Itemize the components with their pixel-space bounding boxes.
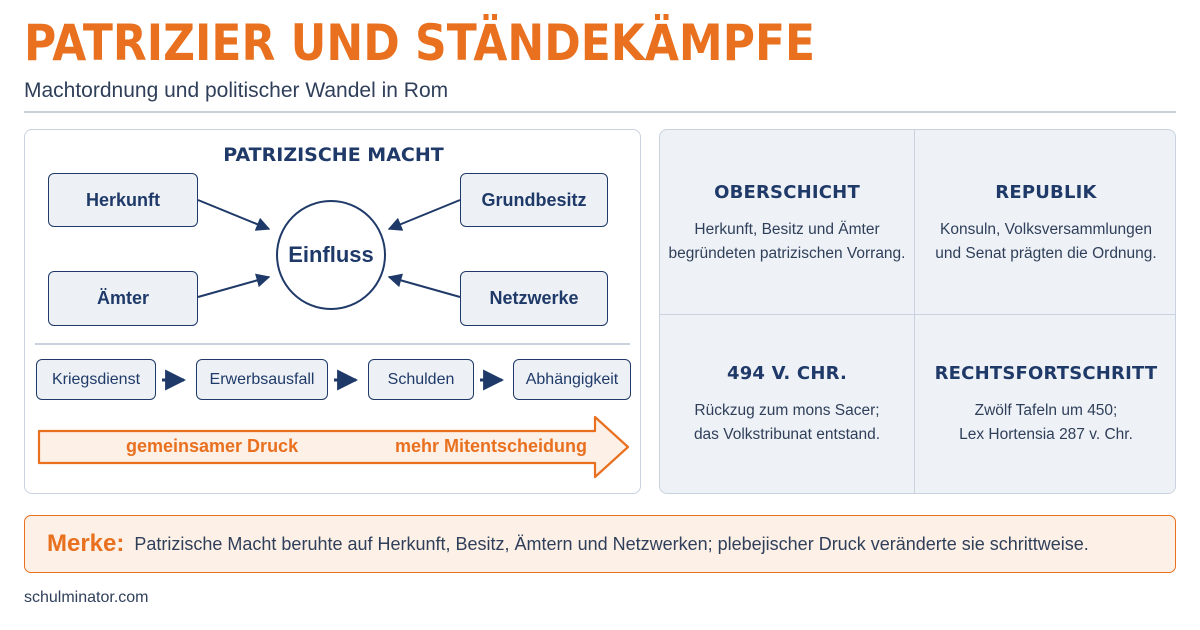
fact-text: Herkunft, Besitz und Ämter begründeten p… xyxy=(660,218,914,266)
fact-title: RECHTSFORTSCHRITT xyxy=(934,363,1158,384)
fact-title: OBERSCHICHT xyxy=(714,182,860,203)
center-node-einfluss: Einfluss xyxy=(276,200,386,310)
fact-text: Rückzug zum mons Sacer; das Volkstribuna… xyxy=(660,399,914,447)
arrow-aemter-to-einfluss xyxy=(197,273,271,298)
fact-title: 494 V. CHR. xyxy=(726,363,848,384)
page-title: PATRIZIER UND STÄNDEKÄMPFE xyxy=(24,14,816,72)
fact-line: und Senat prägten die Ordnung. xyxy=(935,245,1157,262)
page-subtitle: Machtordnung und politischer Wandel in R… xyxy=(24,79,449,102)
fact-line: Rückzug zum mons Sacer; xyxy=(694,402,880,419)
fact-text: Konsuln, Volksversammlungen und Senat pr… xyxy=(915,218,1175,266)
arrow-herkunft-to-einfluss xyxy=(197,199,271,231)
fact-cell-494: 494 V. CHR. Rückzug zum mons Sacer; das … xyxy=(660,363,914,447)
node-netzwerke: Netzwerke xyxy=(460,271,608,326)
chain-schulden: Schulden xyxy=(368,359,474,400)
arrow-label-left: gemeinsamer Druck xyxy=(126,436,299,456)
fact-cell-rechtsfortschritt: RECHTSFORTSCHRITT Zwölf Tafeln um 450; L… xyxy=(915,363,1175,447)
fact-line: Zwölf Tafeln um 450; xyxy=(974,402,1118,419)
facts-grid-panel: OBERSCHICHT Herkunft, Besitz und Ämter b… xyxy=(659,129,1176,494)
power-diagram-panel: PATRIZISCHE MACHT Herkunft Grundbesitz Ä… xyxy=(24,129,641,494)
arrow-netzwerke-to-einfluss xyxy=(387,273,461,298)
fact-line: Herkunft, Besitz und Ämter xyxy=(694,221,880,238)
fact-title: REPUBLIK xyxy=(995,182,1097,203)
fact-text: Zwölf Tafeln um 450; Lex Hortensia 287 v… xyxy=(915,399,1175,447)
grid-vertical-divider xyxy=(914,130,915,493)
grid-horizontal-divider xyxy=(660,314,1175,315)
progress-arrow xyxy=(37,415,630,479)
footer-site: schulminator.com xyxy=(24,589,149,606)
panel-title: PATRIZISCHE MACHT xyxy=(223,144,444,166)
chain-erwerbsausfall: Erwerbsausfall xyxy=(196,359,328,400)
fact-line: Lex Hortensia 287 v. Chr. xyxy=(959,426,1133,443)
note-text: Patrizische Macht beruhte auf Herkunft, … xyxy=(134,533,1089,554)
panel-divider xyxy=(35,343,630,345)
node-aemter: Ämter xyxy=(48,271,198,326)
note-label: Merke: xyxy=(47,530,125,557)
header-divider xyxy=(24,111,1176,113)
node-grundbesitz: Grundbesitz xyxy=(460,173,608,227)
diagram-arrows xyxy=(37,199,630,479)
fact-line: das Volkstribunat entstand. xyxy=(693,426,881,443)
merke-note: Merke: Patrizische Macht beruhte auf Her… xyxy=(24,515,1176,573)
arrow-label-right: mehr Mitentscheidung xyxy=(395,436,588,456)
node-herkunft: Herkunft xyxy=(48,173,198,227)
fact-cell-republik: REPUBLIK Konsuln, Volksversammlungen und… xyxy=(915,182,1175,266)
fact-line: begründeten patrizischen Vorrang. xyxy=(668,245,906,262)
fact-line: Konsuln, Volksversammlungen xyxy=(940,221,1152,238)
chain-kriegsdienst: Kriegsdienst xyxy=(36,359,156,400)
chain-abhaengigkeit: Abhängigkeit xyxy=(513,359,631,400)
arrow-grundbesitz-to-einfluss xyxy=(387,199,461,231)
fact-cell-oberschicht: OBERSCHICHT Herkunft, Besitz und Ämter b… xyxy=(660,182,914,266)
